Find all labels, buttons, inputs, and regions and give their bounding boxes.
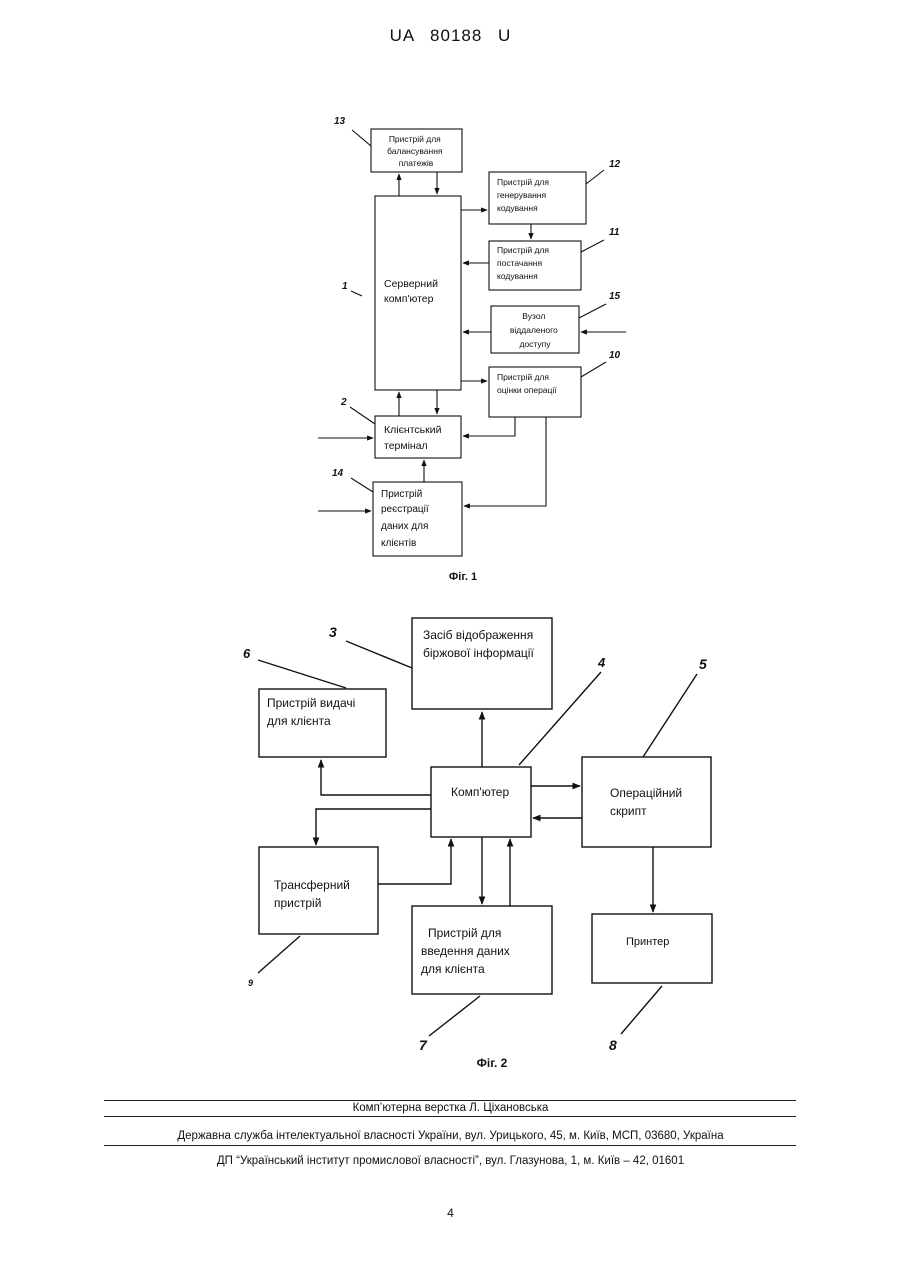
computer-box bbox=[431, 767, 531, 837]
ref-number-1: 1 bbox=[342, 281, 348, 292]
coding-supply-label: Пристрій для постачання кодування bbox=[497, 245, 551, 281]
page-number: 4 bbox=[0, 1206, 901, 1220]
ref-number-7: 7 bbox=[419, 1037, 428, 1053]
ref-number-3: 3 bbox=[329, 624, 337, 640]
operation-script-box bbox=[582, 757, 711, 847]
ref-number-14: 14 bbox=[332, 468, 344, 479]
ref-number-2: 2 bbox=[340, 397, 347, 408]
footer-rule-top bbox=[104, 1100, 796, 1101]
footer-rule-bottom bbox=[104, 1145, 796, 1146]
figure-2-caption: Фіг. 2 bbox=[477, 1056, 508, 1070]
transfer-device-label: Трансферний пристрій bbox=[274, 878, 353, 910]
ref-number-4: 4 bbox=[597, 655, 606, 670]
figure-1-caption: Фіг. 1 bbox=[449, 571, 477, 583]
printer-box bbox=[592, 914, 712, 983]
ref-number-10: 10 bbox=[609, 350, 621, 361]
ref-number-8: 8 bbox=[609, 1037, 617, 1053]
figure-1 bbox=[318, 129, 626, 556]
server-computer-label: Серверний комп'ютер bbox=[384, 278, 441, 305]
ref-number-15: 15 bbox=[609, 291, 621, 302]
ref-number-5: 5 bbox=[699, 656, 707, 672]
coding-generation-label: Пристрій для генерування кодування bbox=[497, 177, 551, 213]
ref-number-9: 9 bbox=[248, 978, 253, 988]
remote-access-label: Вузол віддаленого доступу bbox=[510, 311, 560, 349]
ref-number-13: 13 bbox=[334, 116, 346, 127]
exchange-info-display-label: Засіб відображення біржової інформації bbox=[423, 628, 537, 660]
ref-number-11: 11 bbox=[609, 227, 620, 238]
client-output-label: Пристрій видачі для клієнта bbox=[267, 696, 359, 728]
client-terminal-label: Клієнтський термінал bbox=[384, 424, 444, 452]
operation-evaluation-label: Пристрій для оцінки операції bbox=[497, 372, 557, 395]
client-input-label: Пристрій для введення даних для клієнта bbox=[421, 926, 513, 976]
ref-number-12: 12 bbox=[609, 159, 621, 170]
footer-institute: ДП “Український інститут промислової вла… bbox=[0, 1155, 901, 1167]
payment-balancing-label: Пристрій для балансування платежів bbox=[387, 134, 445, 168]
figure-2 bbox=[258, 618, 712, 1036]
operation-script-label: Операційний скрипт bbox=[610, 786, 685, 818]
computer-label: Комп'ютер bbox=[451, 785, 509, 799]
footer-rule-middle bbox=[104, 1116, 796, 1117]
client-registration-label: Пристрій реєстрації даних для клієнтів bbox=[381, 489, 431, 549]
footer-layout-credit: Комп’ютерна верстка Л. Ціхановська bbox=[0, 1102, 901, 1114]
footer-ip-service: Державна служба інтелектуальної власност… bbox=[0, 1130, 901, 1142]
printer-label: Принтер bbox=[626, 936, 669, 948]
ref-number-6: 6 bbox=[243, 646, 251, 661]
